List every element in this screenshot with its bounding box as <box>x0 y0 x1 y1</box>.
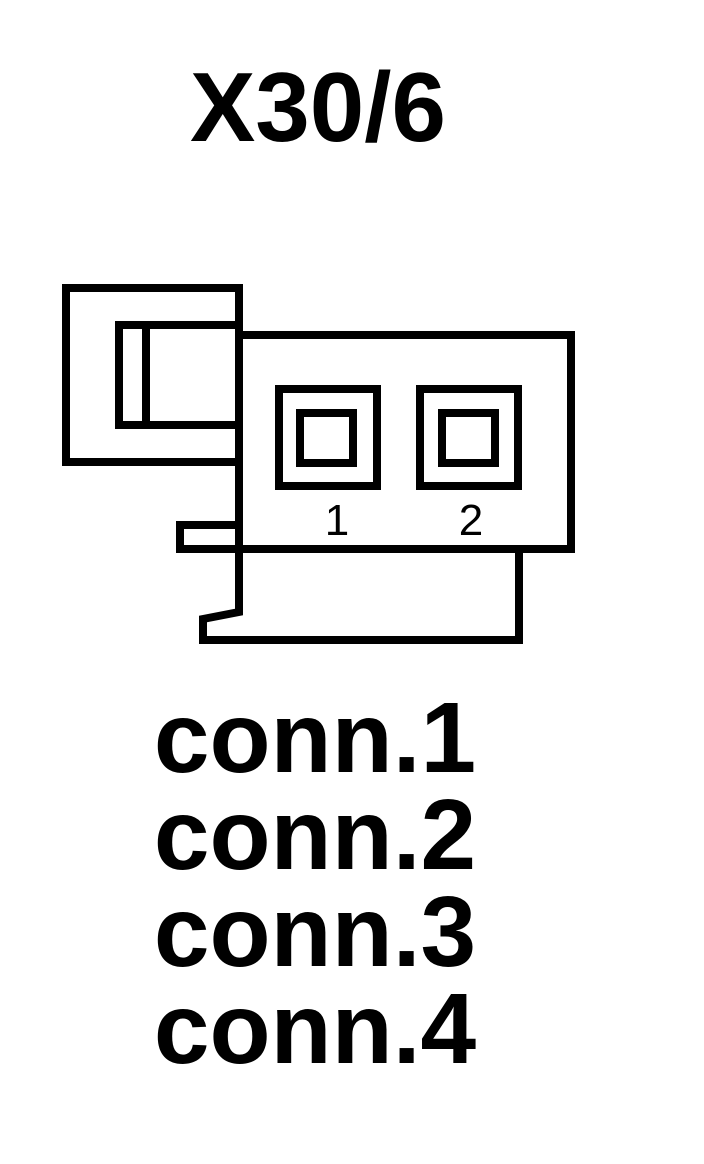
connection-list: conn.1 conn.2 conn.3 conn.4 <box>0 682 630 1085</box>
connection-item-2: conn.2 <box>153 779 477 891</box>
connection-item-3: conn.3 <box>153 876 477 988</box>
pin-label-1: 1 <box>325 496 349 545</box>
pin-cavity-2 <box>416 385 522 490</box>
connector-body <box>235 331 575 553</box>
pin-terminal-2 <box>438 409 499 467</box>
pin-terminal-1 <box>296 409 357 467</box>
connector-skirt <box>199 549 523 644</box>
pin-label-2: 2 <box>459 496 483 545</box>
connector-title: X30/6 <box>189 52 447 162</box>
latch-tab <box>115 321 243 429</box>
connection-item-1: conn.1 <box>153 682 477 794</box>
pin-cavity-1 <box>275 385 381 490</box>
latch-housing <box>62 284 243 466</box>
side-tab <box>176 521 243 553</box>
connection-item-4: conn.4 <box>153 973 477 1085</box>
